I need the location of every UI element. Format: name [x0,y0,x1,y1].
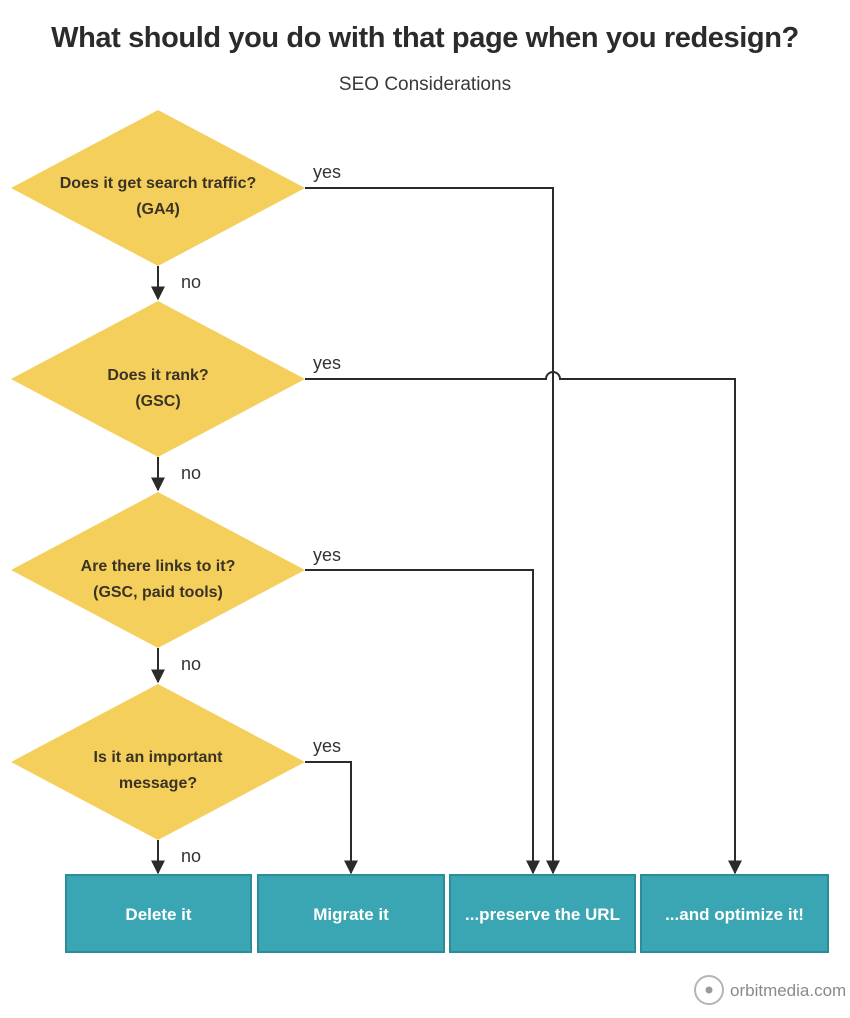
yes-connectors [305,187,742,875]
outcome-label: ...and optimize it! [665,905,804,924]
decision-diamond [11,684,305,840]
outcome-box [257,874,445,953]
yes-path-traffic [305,187,560,875]
decision-rank: Does it rank? (GSC) [11,301,305,457]
decision-question: Is it an important [94,749,224,766]
decision-important-message: Is it an important message? [11,684,305,840]
outcome-box [640,874,829,953]
page-subtitle: SEO Considerations [338,74,512,95]
decision-source: (GSC) [135,393,180,410]
no-label: no [181,654,201,674]
yes-path-rank [305,371,742,875]
no-label: no [181,463,201,483]
decision-question-cont: message? [119,775,197,792]
page-title: What should you do with that page when y… [51,22,799,54]
yes-label: yes [313,736,341,756]
decision-diamond [11,492,305,648]
yes-path-message [305,761,358,875]
yes-label: yes [313,162,341,182]
decision-source: (GSC, paid tools) [93,584,223,601]
orbit-icon-dot [705,986,713,994]
decision-search-traffic: Does it get search traffic? (GA4) [11,110,305,266]
yes-label: yes [313,545,341,565]
outcome-box [65,874,252,953]
decision-question: Are there links to it? [81,558,236,575]
outcome-preserve-url: ...preserve the URL [449,874,636,953]
outcome-label: Migrate it [313,905,389,924]
decision-diamond [11,301,305,457]
brand-text: orbitmedia.com [730,981,846,1000]
no-label: no [181,272,201,292]
orbit-icon [694,975,724,1005]
decision-links: Are there links to it? (GSC, paid tools) [11,492,305,648]
outcome-delete: Delete it [65,874,252,953]
no-label: no [181,846,201,866]
brand-logo: orbitmedia.com [694,975,846,1005]
decision-question: Does it rank? [107,367,208,384]
outcome-migrate: Migrate it [257,874,445,953]
decision-source: (GA4) [136,201,180,218]
outcome-label: Delete it [125,905,191,924]
decision-diamond [11,110,305,266]
outcome-box [449,874,636,953]
outcome-optimize: ...and optimize it! [640,874,829,953]
outcome-label: ...preserve the URL [465,905,620,924]
yes-path-links [305,569,540,875]
yes-label: yes [313,353,341,373]
decision-question: Does it get search traffic? [60,175,257,192]
